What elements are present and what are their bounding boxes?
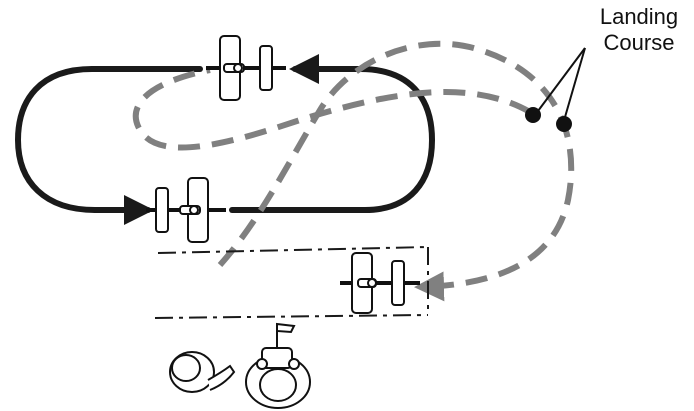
runway-bottom-edge <box>154 314 429 319</box>
runway <box>154 246 429 319</box>
callout-markers <box>525 47 586 132</box>
pattern-right-turn <box>357 66 436 213</box>
landing-course <box>132 40 575 302</box>
runway-top-edge <box>157 246 429 254</box>
person-icon <box>169 351 236 393</box>
airplane-icon <box>146 177 226 243</box>
flight-pattern <box>14 54 436 225</box>
landing-course-outer <box>217 40 575 302</box>
person-icon <box>245 347 311 409</box>
airplane-icon <box>206 35 286 101</box>
callout-dot-1 <box>525 107 541 123</box>
pattern-left-turn <box>14 66 98 213</box>
landing-course-inner <box>132 67 532 151</box>
callout-leader-1 <box>534 47 586 116</box>
flag-icon <box>276 322 296 350</box>
airplane-icon <box>340 252 420 314</box>
callout-leader-2 <box>562 47 586 125</box>
landing-course-label-line2: Course <box>603 30 675 55</box>
landing-course-label: Landing Course <box>594 4 684 56</box>
landing-course-label-line1: Landing <box>599 4 679 29</box>
callout-dot-2 <box>556 116 572 132</box>
